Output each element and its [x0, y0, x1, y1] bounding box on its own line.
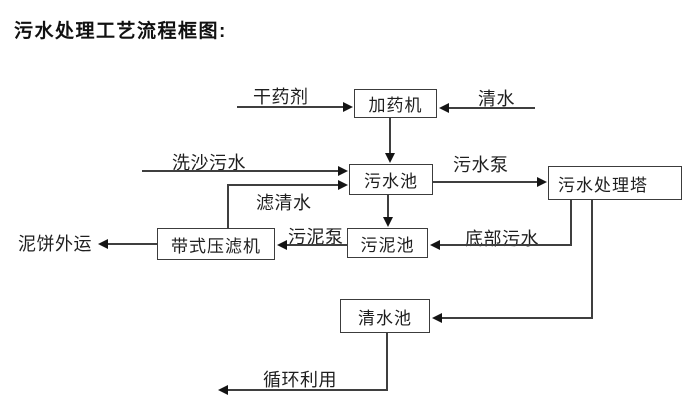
line-sludge-pump — [287, 244, 347, 246]
box-belt-filter-press: 带式压滤机 — [157, 228, 275, 260]
arrow-down-into-sewage-pool-icon — [385, 153, 395, 163]
line-filtered-water-vertical — [227, 184, 229, 228]
label-dry-chemical: 干药剂 — [253, 87, 309, 107]
box-sludge-pool: 污泥池 — [347, 228, 428, 258]
line-sand-washing-sewage — [142, 170, 339, 172]
line-bottom-sewage-vertical — [570, 200, 572, 246]
arrow-left-into-sludge-pool-icon — [430, 240, 440, 250]
line-recycle-horizontal — [228, 389, 388, 391]
label-filtered-water: 滤清水 — [256, 193, 312, 213]
label-sand-washing-sewage: 洗沙污水 — [172, 153, 246, 173]
line-bottom-sewage-horizontal — [440, 244, 572, 246]
arrow-left-mud-cake-icon — [98, 239, 108, 249]
line-sewage-pump — [433, 181, 538, 183]
line-clean-water — [449, 107, 535, 109]
box-clear-water-pool: 清水池 — [340, 299, 430, 333]
page-title: 污水处理工艺流程框图: — [14, 21, 227, 42]
line-tower-to-clearwater-horizontal — [442, 317, 593, 319]
arrow-right-into-dosing-machine-icon — [343, 102, 353, 112]
line-tower-to-clearwater-vertical — [591, 200, 593, 319]
label-mud-cake-out: 泥饼外运 — [18, 234, 92, 254]
label-sewage-pump: 污水泵 — [453, 155, 509, 175]
box-treatment-tower: 污水处理塔 — [548, 166, 682, 200]
label-bottom-sewage: 底部污水 — [465, 229, 539, 249]
line-sewage-to-sludge — [387, 195, 389, 218]
arrow-down-into-sludge-pool-icon — [383, 217, 393, 227]
box-dosing-machine: 加药机 — [354, 89, 437, 118]
arrow-left-recycle-icon — [218, 385, 228, 395]
label-clean-water-in: 清水 — [478, 89, 515, 109]
arrow-left-into-belt-press-icon — [277, 240, 287, 250]
arrow-left-into-clear-water-pool-icon — [432, 313, 442, 323]
arrow-left-into-dosing-machine-icon — [439, 103, 449, 113]
line-dosing-to-sewage — [389, 118, 391, 154]
arrow-right-into-tower-icon — [537, 177, 547, 187]
box-sewage-pool: 污水池 — [349, 164, 433, 195]
line-dry-chemical — [237, 106, 344, 108]
line-recycle-vertical — [386, 333, 388, 391]
line-filtered-water-horizontal — [227, 184, 339, 186]
arrow-right-filtered-water-icon — [338, 180, 348, 190]
line-mud-cake-out — [108, 243, 157, 245]
arrow-right-sand-sewage-icon — [338, 166, 348, 176]
label-recycle-use: 循环利用 — [263, 370, 337, 390]
label-sludge-pump: 污泥泵 — [288, 227, 344, 247]
